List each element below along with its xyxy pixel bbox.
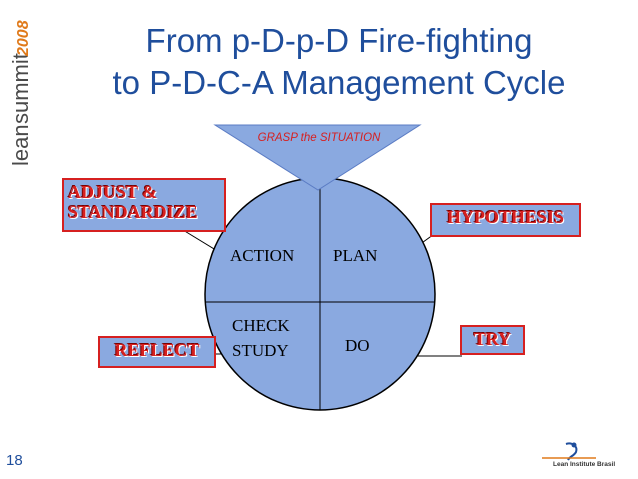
brand-lean: lean xyxy=(8,124,33,166)
quadrant-do: DO xyxy=(345,336,370,355)
quadrant-check: CHECK xyxy=(232,316,290,335)
callout-adjust-line1: ADJUST & xyxy=(68,182,158,202)
title-line-1: From p-D-p-D Fire-fighting xyxy=(145,22,533,59)
grasp-triangle xyxy=(213,124,422,191)
grasp-situation-label: GRASP the SITUATION xyxy=(257,132,381,144)
callout-reflect: REFLECT xyxy=(98,336,216,368)
lean-summit-logo: lean summit 2008 xyxy=(8,20,33,166)
lean-institute-logo-icon xyxy=(542,442,596,461)
title-line-2: to P-D-C-A Management Cycle xyxy=(112,64,566,101)
quadrant-plan: PLAN xyxy=(333,246,378,265)
callout-hypothesis: HYPOTHESIS xyxy=(430,203,581,237)
callout-adjust-line2: STANDARDIZE xyxy=(68,202,198,222)
brand-summit: summit xyxy=(8,53,33,124)
callout-adjust-standardize: ADJUST & STANDARDIZE xyxy=(62,178,226,232)
quadrant-action: ACTION xyxy=(230,246,295,265)
quadrant-study: STUDY xyxy=(232,341,289,360)
slide-number: 18 xyxy=(6,452,23,469)
callout-try: TRY xyxy=(460,325,525,355)
slide-title: From p-D-p-D Fire-fighting to P-D-C-A Ma… xyxy=(40,20,638,104)
lean-institute-logo-text: Lean Institute Brasil xyxy=(553,461,616,468)
brand-year: 2008 xyxy=(15,20,32,57)
